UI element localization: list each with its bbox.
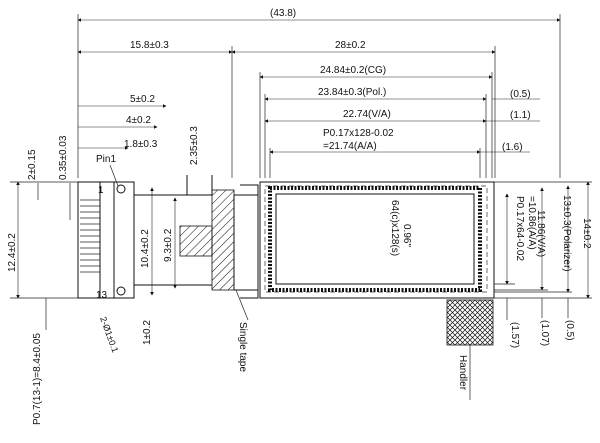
pin1-label: Pin1: [96, 154, 116, 165]
dim-12-4: 12.4±0.2: [7, 233, 18, 272]
single-tape-label: Single tape: [237, 322, 248, 372]
dim-pitch-line2: =21.74(A/A): [323, 141, 377, 152]
polarizer-outline: [264, 185, 488, 293]
pin-number-13: 13: [96, 290, 108, 301]
dim-p017-line2: =10.86(A/A): [526, 196, 537, 250]
dim-11-86: 11.86(V/A): [535, 210, 546, 257]
dim-va: 22.74(V/A): [343, 109, 391, 120]
top-dimensions: (43.8) 15.8±0.3 28±0.2 24.84±0.2(CG) 23.…: [77, 8, 561, 178]
resolution-label: 64(c)x128(s): [389, 200, 400, 256]
display-module: 64(c)x128(s) 0.96" Handler: [259, 181, 495, 400]
size-label: 0.96": [401, 224, 412, 247]
handler-label: Handler: [457, 355, 468, 391]
dim-hole: 2-Ø1±0.1: [98, 315, 120, 354]
stiffener-hatched: [179, 225, 213, 257]
pin-array: [80, 199, 100, 273]
dim-total-width: (43.8): [270, 8, 296, 19]
dim-4: 4±0.2: [126, 115, 151, 126]
dim-05-bottom: (0.5): [564, 320, 575, 341]
dim-157: (1.57): [509, 322, 520, 348]
dim-5: 5±0.2: [130, 94, 155, 105]
viewing-area: [268, 186, 482, 292]
dim-107: (1.07): [539, 320, 550, 346]
dim-15-8: 15.8±0.3: [130, 40, 169, 51]
active-area: [275, 193, 475, 285]
mount-hole-top: [116, 184, 126, 194]
dim-16: (1.6): [502, 142, 523, 153]
dim-13: 13±0.3(Polarizer): [561, 195, 572, 272]
pin-number-1: 1: [98, 185, 104, 196]
dim-1-8: 1.8±0.3: [124, 139, 158, 150]
dim-05-top: (0.5): [510, 89, 531, 100]
dim-2: 2±0.15: [27, 149, 38, 180]
mount-hole-bottom: [116, 286, 126, 296]
dim-2-35: 2.35±0.3: [189, 126, 200, 165]
dim-pin-pitch: P0.7(13-1)=8.4±0.05: [32, 333, 43, 425]
handler-tab: [446, 299, 494, 346]
dim-cg: 24.84±0.2(CG): [320, 65, 386, 76]
right-dimensions: 14±0.2 13±0.3(Polarizer) 11.86(V/A) P0.1…: [494, 181, 592, 348]
dim-p017-line1: P0.17x64-0.02: [514, 196, 525, 261]
dim-14: 14±0.2: [581, 218, 592, 249]
fpc-pin-area: Pin1 1 13: [77, 154, 135, 301]
dim-28: 28±0.2: [335, 40, 366, 51]
single-tape: Single tape: [211, 184, 259, 372]
dim-0-35: 0.35±0.03: [58, 135, 69, 180]
left-dimensions: 5±0.2 4±0.2 1.8±0.3 0.35±0.03 2±0.15 2.3…: [7, 94, 200, 425]
dim-1: 1±0.2: [142, 320, 153, 345]
glass-outline: [259, 181, 495, 299]
dim-10-4: 10.4±0.2: [140, 229, 151, 268]
dim-pitch-line1: P0.17x128-0.02: [323, 128, 394, 139]
dim-11: (1.1): [510, 110, 531, 121]
dim-pol: 23.84±0.3(Pol.): [318, 87, 386, 98]
dim-9-3: 9.3±0.2: [163, 228, 174, 262]
